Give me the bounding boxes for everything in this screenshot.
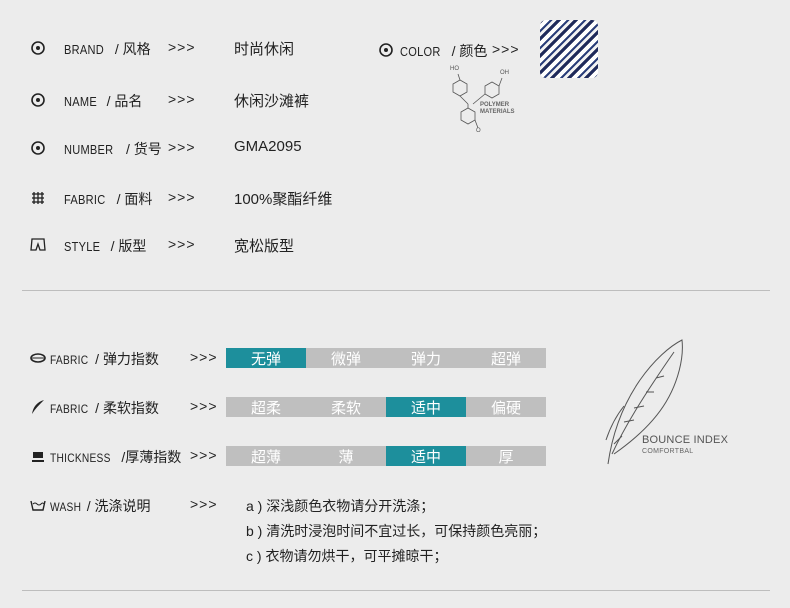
polymer-label: POLYMER [480, 102, 510, 108]
thickness-label: THICKNESS/厚薄指数 [50, 449, 182, 465]
thickness-option: 超薄 [226, 446, 306, 466]
bounce-index-title: BOUNCE INDEX [642, 434, 729, 446]
divider-top [22, 290, 770, 291]
softness-label: FABRIC/ 柔软指数 [50, 400, 159, 416]
softness-option: 超柔 [226, 397, 306, 417]
color-swatch[interactable] [540, 20, 598, 78]
softness-scale: 超柔 柔软 适中 偏硬 [226, 397, 546, 417]
name-value: 休闲沙滩裤 [234, 93, 310, 110]
play-circle-icon [30, 140, 46, 156]
number-label: NUMBER / 货号 [64, 141, 162, 157]
thickness-option: 适中 [386, 446, 466, 466]
thickness-option: 薄 [306, 446, 386, 466]
feather-icon [30, 399, 46, 415]
elasticity-scale: 无弹 微弹 弹力 超弹 [226, 348, 546, 368]
wash-basin-icon [30, 497, 46, 513]
thickness-option: 厚 [466, 446, 546, 466]
thickness-arrow: >>> [190, 447, 218, 463]
elastic-icon [30, 350, 46, 366]
elasticity-option: 超弹 [466, 348, 546, 368]
style-arrow: >>> [168, 236, 196, 252]
number-arrow: >>> [168, 139, 196, 155]
elasticity-option: 弹力 [386, 348, 466, 368]
divider-bottom [22, 590, 770, 591]
brand-arrow: >>> [168, 39, 196, 55]
wash-label: WASH/ 洗涤说明 [50, 498, 151, 514]
feather-illustration [594, 336, 694, 466]
wash-instruction: a ) 深浅颜色衣物请分开洗涤； [246, 498, 435, 514]
color-label: COLOR / 颜色 [400, 43, 488, 59]
wash-instruction: b ) 清洗时浸泡时间不宜过长，可保持颜色亮丽； [246, 523, 547, 539]
wash-instruction: c ) 衣物请勿烘干，可平摊晾干； [246, 548, 448, 564]
shorts-icon [30, 237, 46, 253]
number-value: GMA2095 [234, 138, 302, 155]
bounce-index-subtitle: COMFORTBAL [642, 448, 694, 455]
fabric-value: 100%聚酯纤维 [234, 191, 333, 208]
name-label: NAME / 品名 [64, 93, 143, 109]
thickness-icon [30, 448, 46, 464]
brand-label: BRAND / 风格 [64, 41, 151, 57]
polymer-molecule-diagram: HO OH O POLYMER MATERIALS [440, 66, 530, 136]
molecule-oh-label: OH [500, 70, 509, 76]
style-label: STYLE / 版型 [64, 238, 147, 254]
softness-option: 偏硬 [466, 397, 546, 417]
play-circle-icon [30, 40, 46, 56]
thickness-scale: 超薄 薄 适中 厚 [226, 446, 546, 466]
elasticity-option: 无弹 [226, 348, 306, 368]
wash-arrow: >>> [190, 496, 218, 512]
grid-icon [30, 190, 46, 206]
style-value: 宽松版型 [234, 238, 295, 255]
molecule-o-label: O [476, 128, 481, 134]
fabric-label: FABRIC / 面料 [64, 191, 153, 207]
elasticity-label: FABRIC/ 弹力指数 [50, 351, 159, 367]
molecule-ho-label: HO [450, 66, 459, 72]
fabric-arrow: >>> [168, 189, 196, 205]
softness-option: 适中 [386, 397, 466, 417]
play-circle-icon [30, 92, 46, 108]
softness-arrow: >>> [190, 398, 218, 414]
elasticity-option: 微弹 [306, 348, 386, 368]
softness-option: 柔软 [306, 397, 386, 417]
materials-label: MATERIALS [480, 109, 515, 115]
name-arrow: >>> [168, 91, 196, 107]
play-circle-icon [378, 42, 394, 58]
brand-value: 时尚休闲 [234, 41, 295, 58]
elasticity-arrow: >>> [190, 349, 218, 365]
color-arrow: >>> [492, 41, 520, 57]
